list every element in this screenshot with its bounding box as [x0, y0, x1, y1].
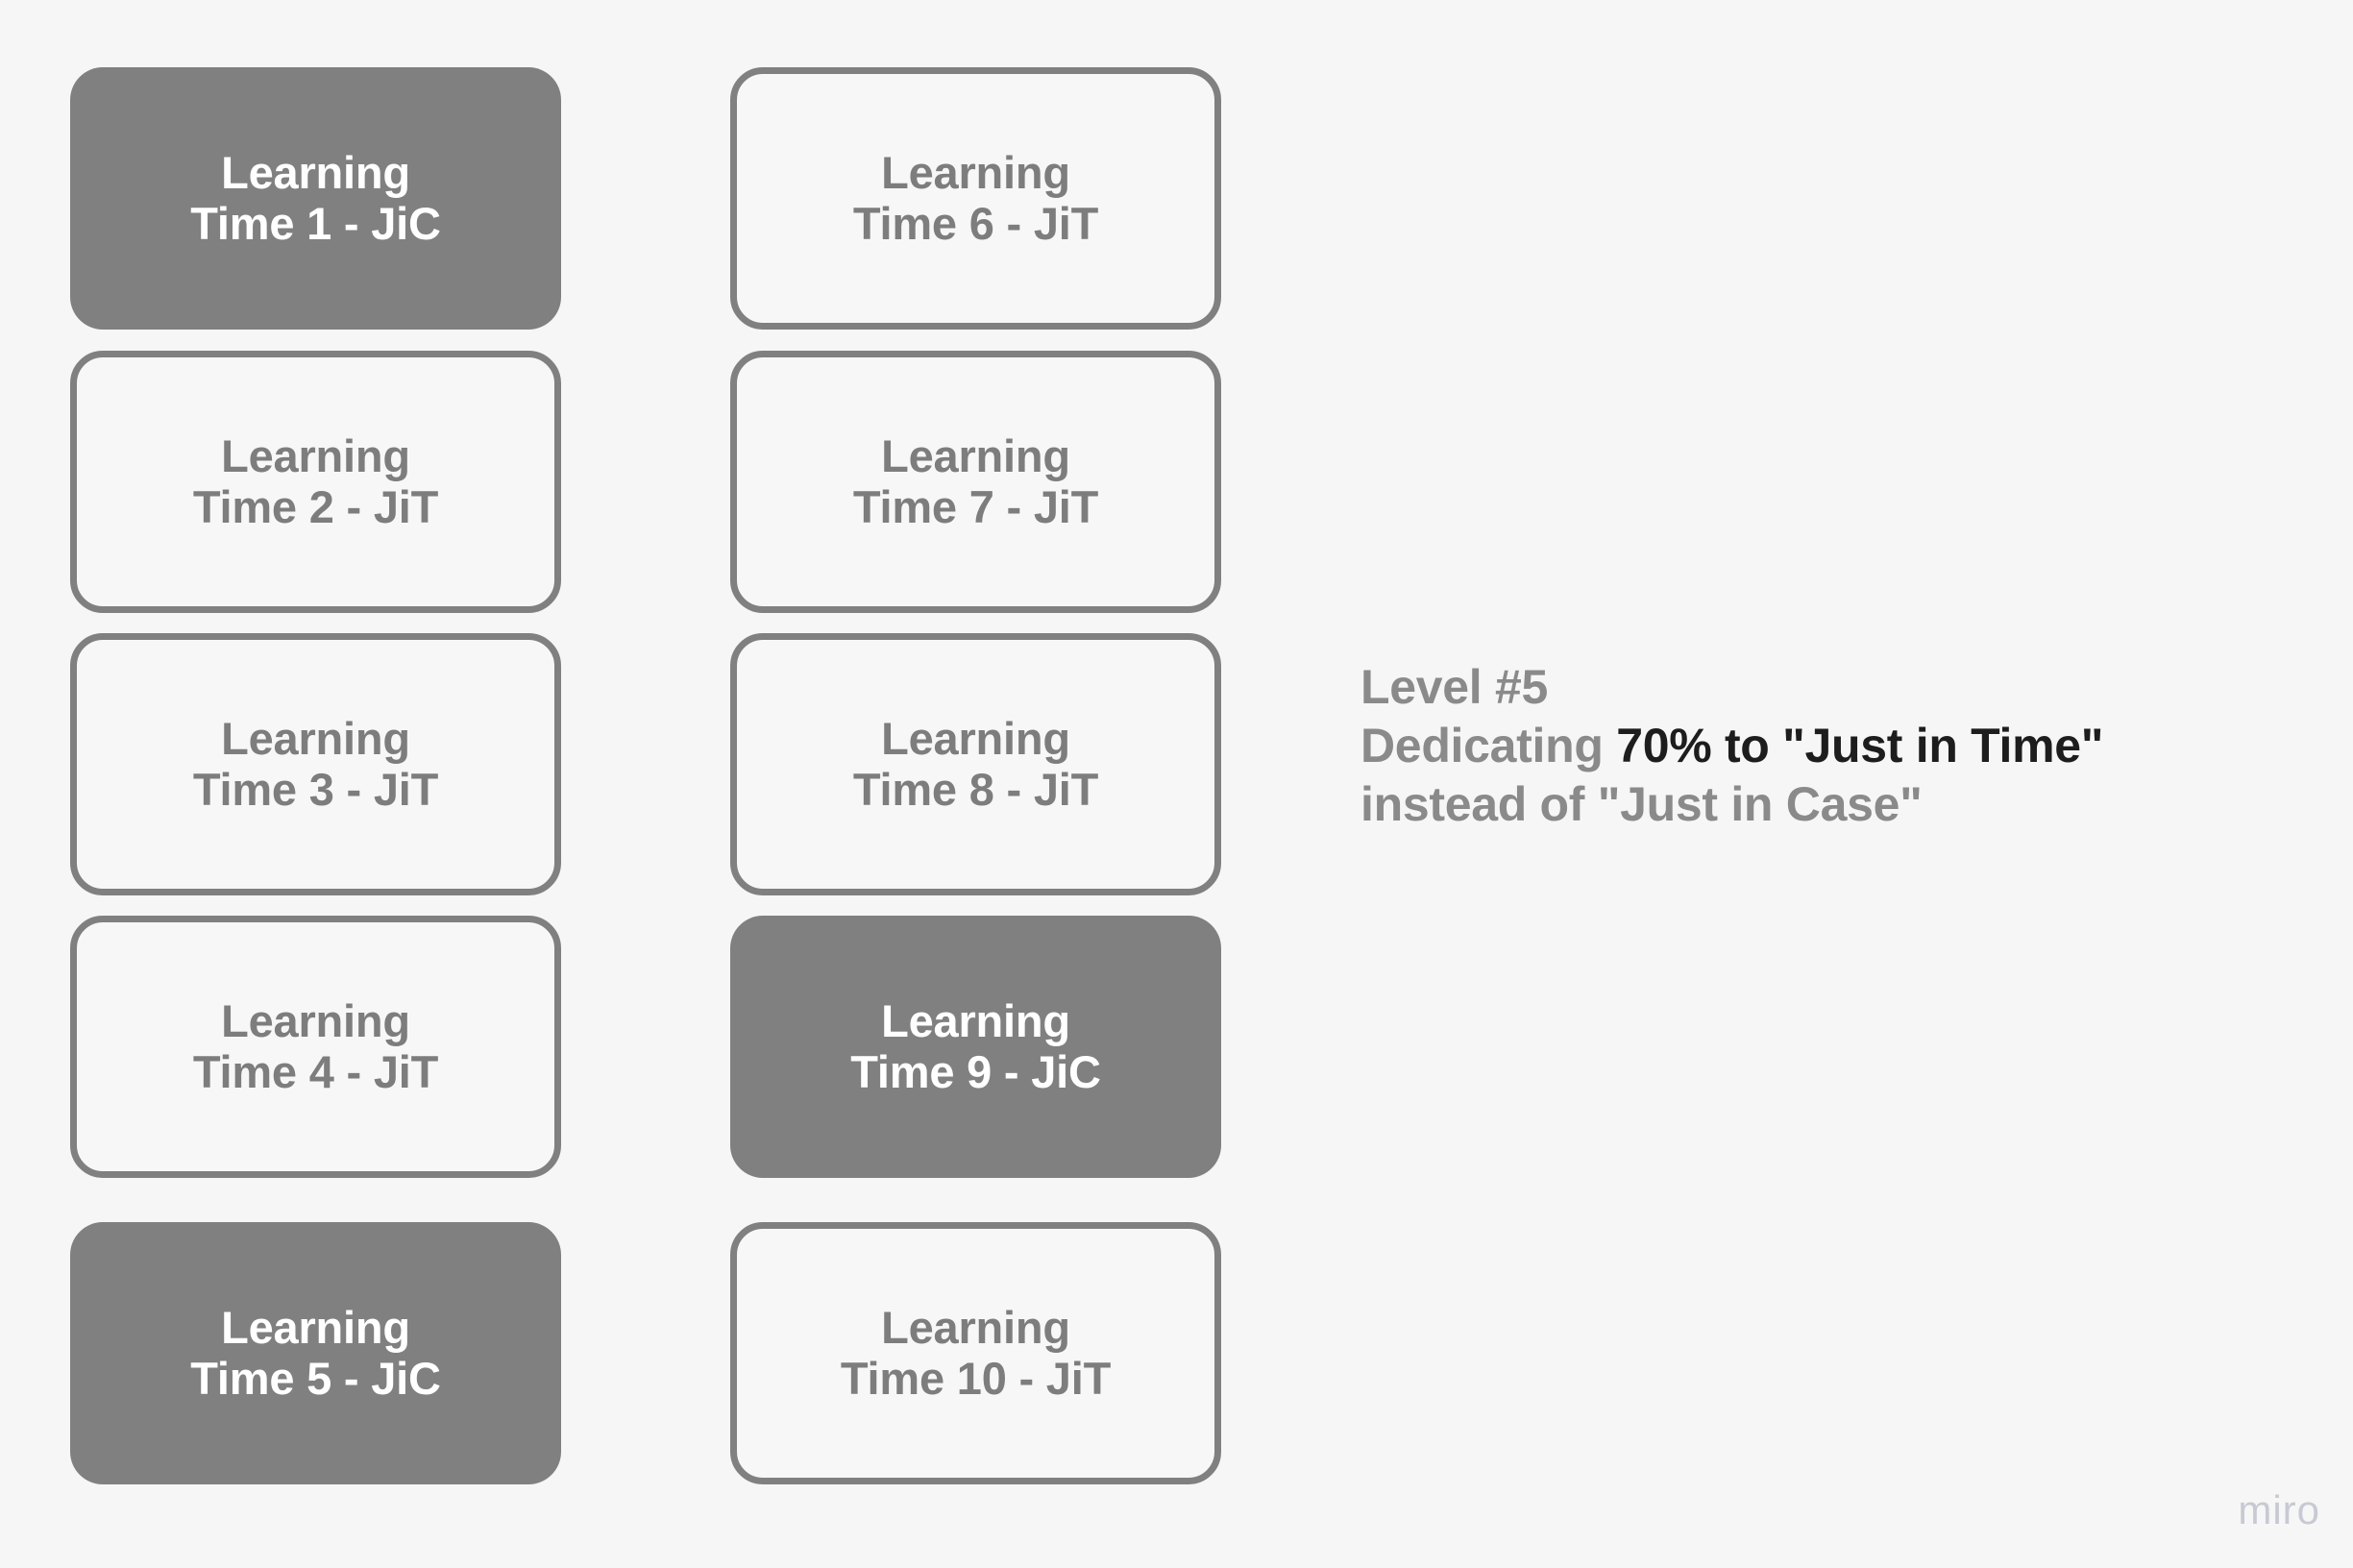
- learning-time-card-6[interactable]: Learning Time 6 - JiT: [730, 67, 1221, 330]
- card-line-secondary: Time 5 - JiC: [190, 1352, 441, 1404]
- card-line-secondary: Time 7 - JiT: [852, 480, 1099, 532]
- annotation-statement-emphasis: 70% to "Just in Time": [1616, 719, 2104, 772]
- learning-time-card-9[interactable]: Learning Time 9 - JiC: [730, 916, 1221, 1178]
- card-line-secondary: Time 4 - JiT: [192, 1045, 439, 1097]
- learning-time-card-3[interactable]: Learning Time 3 - JiT: [70, 633, 561, 895]
- card-line-secondary: Time 9 - JiC: [850, 1045, 1101, 1097]
- annotation-statement-line: Dedicating 70% to "Just in Time": [1360, 717, 2321, 775]
- card-line-secondary: Time 2 - JiT: [192, 480, 439, 532]
- miro-watermark: miro: [2238, 1487, 2320, 1532]
- card-line-secondary: Time 8 - JiT: [852, 763, 1099, 815]
- learning-time-card-1[interactable]: Learning Time 1 - JiC: [70, 67, 561, 330]
- learning-time-card-4[interactable]: Learning Time 4 - JiT: [70, 916, 561, 1178]
- card-line-secondary: Time 6 - JiT: [852, 197, 1099, 249]
- card-line-primary: Learning: [221, 146, 410, 198]
- card-line-primary: Learning: [881, 146, 1070, 198]
- card-line-primary: Learning: [221, 429, 410, 481]
- learning-time-card-8[interactable]: Learning Time 8 - JiT: [730, 633, 1221, 895]
- card-line-primary: Learning: [221, 1301, 410, 1353]
- card-line-primary: Learning: [881, 429, 1070, 481]
- card-line-secondary: Time 3 - JiT: [192, 763, 439, 815]
- learning-time-card-10[interactable]: Learning Time 10 - JiT: [730, 1222, 1221, 1484]
- card-line-secondary: Time 1 - JiC: [190, 197, 441, 249]
- card-line-secondary: Time 10 - JiT: [840, 1352, 1112, 1404]
- card-line-primary: Learning: [881, 994, 1070, 1046]
- card-line-primary: Learning: [881, 712, 1070, 764]
- card-line-primary: Learning: [221, 712, 410, 764]
- learning-time-card-7[interactable]: Learning Time 7 - JiT: [730, 351, 1221, 613]
- learning-time-card-2[interactable]: Learning Time 2 - JiT: [70, 351, 561, 613]
- card-line-primary: Learning: [881, 1301, 1070, 1353]
- card-line-primary: Learning: [221, 994, 410, 1046]
- annotation-statement-prefix: Dedicating: [1360, 719, 1617, 772]
- annotation-level-label: Level #5: [1360, 660, 1548, 714]
- annotation-statement-tail: instead of "Just in Case": [1360, 777, 1923, 831]
- learning-time-card-5[interactable]: Learning Time 5 - JiC: [70, 1222, 561, 1484]
- level-annotation: Level #5 Dedicating 70% to "Just in Time…: [1360, 658, 2321, 834]
